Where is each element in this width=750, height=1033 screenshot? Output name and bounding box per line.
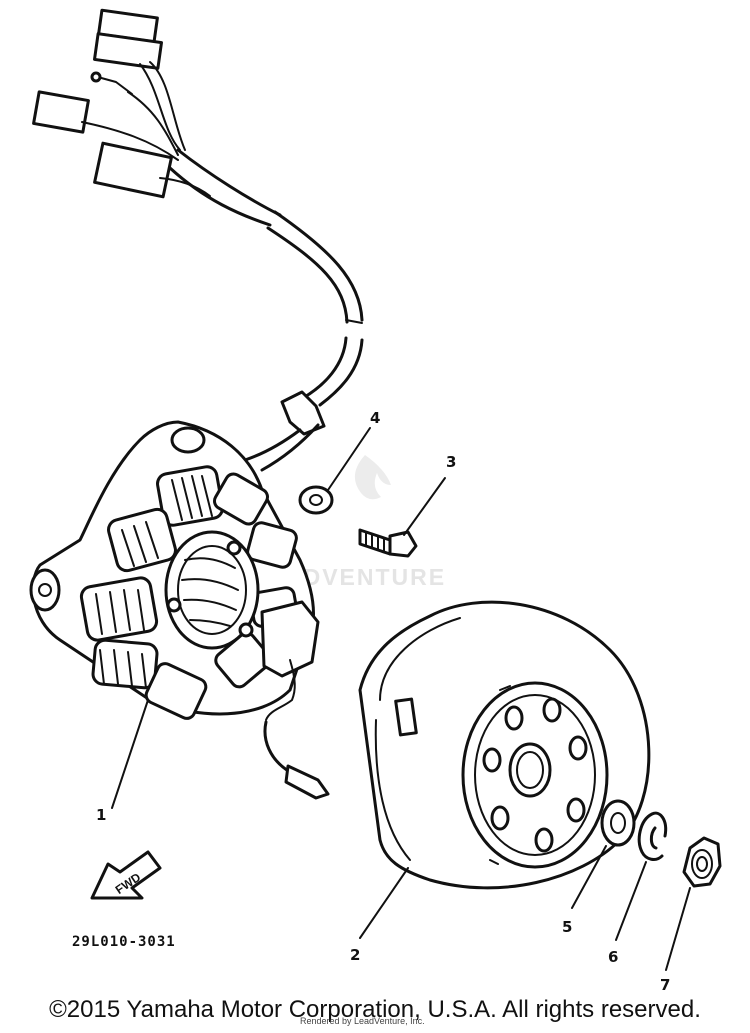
washer-part-4 xyxy=(298,485,334,515)
callout-3: 3 xyxy=(446,453,456,471)
stator-assembly xyxy=(29,420,330,800)
coil-winding-lines xyxy=(95,475,213,689)
part-code: 29L010-3031 xyxy=(72,934,176,950)
flywheel-rotor xyxy=(358,600,651,890)
flywheel-holes xyxy=(482,697,588,853)
forward-arrow-icon: FWD xyxy=(90,850,162,900)
callout-labels: 1 2 3 4 5 6 7 xyxy=(96,409,670,994)
callout-7: 7 xyxy=(660,976,670,994)
watermark-text: ADVENTURE xyxy=(285,564,446,590)
nut-part-7 xyxy=(682,836,722,888)
spring-washer-part-6 xyxy=(637,811,668,861)
callout-4: 4 xyxy=(370,409,380,427)
wire-harness xyxy=(32,8,364,472)
callout-1: 1 xyxy=(96,806,106,824)
screw-part-3 xyxy=(358,528,418,558)
callout-5: 5 xyxy=(562,918,572,936)
washer-part-5 xyxy=(600,799,636,847)
callout-2: 2 xyxy=(350,946,360,964)
watermark: ADVENTURE xyxy=(285,455,446,590)
copyright-notice: ©2015 Yamaha Motor Corporation, U.S.A. A… xyxy=(49,996,701,1023)
callout-6: 6 xyxy=(608,948,618,966)
rendered-by-note: Rendered by LeadVenture, Inc. xyxy=(300,1016,425,1026)
leader-lines xyxy=(111,427,691,971)
